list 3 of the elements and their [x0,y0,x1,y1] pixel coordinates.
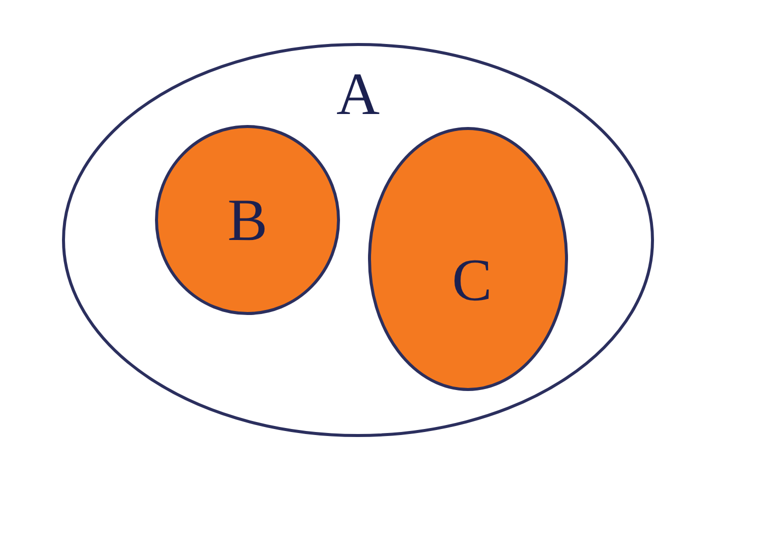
set-label: B [227,190,268,250]
set-label: C [452,250,492,310]
set-label: A [336,64,380,124]
